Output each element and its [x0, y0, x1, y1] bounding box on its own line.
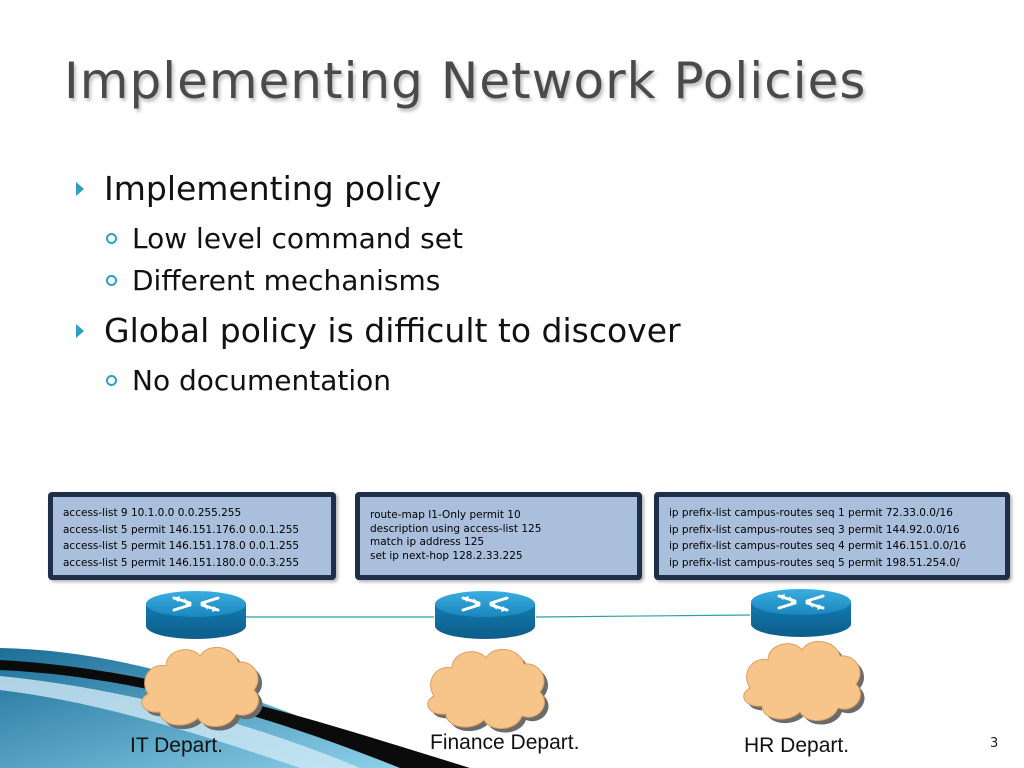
bullet-arrow-icon — [76, 324, 84, 338]
access-list-config-box: access-list 9 10.1.0.0 0.0.255.255 acces… — [48, 492, 336, 580]
bullet-arrow-icon — [76, 182, 84, 196]
router-icon — [751, 589, 851, 637]
route-map-config-box: route-map I1-Only permit 10 description … — [355, 492, 642, 580]
department-label-it: IT Depart. — [130, 734, 223, 757]
bullet-text: Implementing policy — [104, 169, 442, 208]
config-line: description using access-list 125 — [370, 522, 542, 535]
sub-bullet-text: Different mechanisms — [132, 264, 441, 297]
config-line: ip prefix-list campus-routes seq 3 permi… — [669, 523, 960, 536]
config-line: match ip address 125 — [370, 536, 485, 548]
sub-bullet-ring-icon — [106, 375, 117, 386]
config-line: access-list 5 permit 146.151.178.0 0.0.1… — [63, 540, 300, 552]
cloud-icon — [427, 649, 549, 733]
sub-bullet-ring-icon — [106, 275, 117, 286]
bullet-item: Implementing policy — [76, 168, 681, 210]
sub-bullet-item: No documentation — [76, 360, 681, 402]
bullet-text: Global policy is difficult to discover — [104, 311, 681, 350]
config-line: ip prefix-list campus-routes seq 1 permi… — [669, 507, 953, 519]
bullet-list: Implementing policy Low level command se… — [76, 168, 681, 402]
config-line: access-list 5 permit 146.151.176.0 0.0.1… — [63, 523, 300, 536]
slide-title: Implementing Network Policies — [64, 52, 867, 110]
config-line: access-list 9 10.1.0.0 0.0.255.255 — [63, 507, 242, 519]
cloud-icon — [141, 647, 263, 731]
config-line: ip prefix-list campus-routes seq 5 permi… — [669, 556, 960, 569]
router-icon — [435, 591, 535, 639]
cloud-icon — [743, 641, 865, 725]
page-number: 3 — [990, 736, 999, 751]
config-line: access-list 5 permit 146.151.180.0 0.0.3… — [63, 556, 300, 569]
department-label-finance: Finance Depart. — [430, 731, 580, 754]
sub-bullet-ring-icon — [106, 233, 117, 244]
sub-bullet-text: No documentation — [132, 364, 392, 397]
sub-bullet-text: Low level command set — [132, 222, 463, 255]
bullet-item: Global policy is difficult to discover — [76, 310, 681, 352]
config-line: set ip next-hop 128.2.33.225 — [370, 549, 523, 562]
network-links — [246, 614, 751, 618]
department-label-hr: HR Depart. — [744, 734, 850, 757]
config-line: route-map I1-Only permit 10 — [370, 509, 521, 521]
router-icon — [146, 591, 246, 639]
sub-bullet-item: Low level command set — [76, 218, 681, 260]
config-line: ip prefix-list campus-routes seq 4 permi… — [669, 540, 967, 552]
sub-bullet-item: Different mechanisms — [76, 260, 681, 302]
prefix-list-config-box: ip prefix-list campus-routes seq 1 permi… — [654, 492, 1010, 580]
